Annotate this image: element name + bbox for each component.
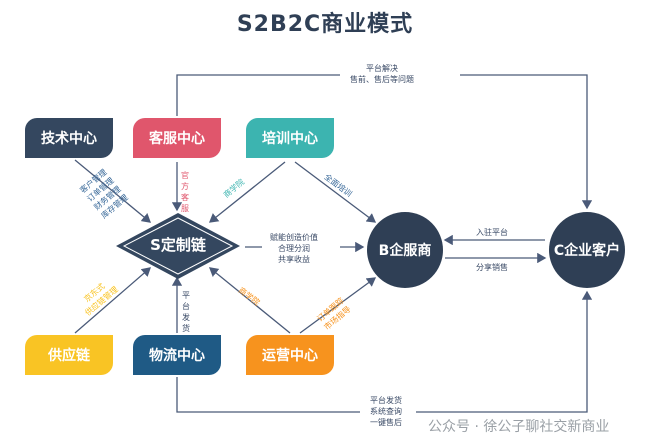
top-route-line [176, 74, 587, 208]
training-to-b-arrow [294, 161, 377, 223]
c-to-b-label: 入驻平台 [476, 228, 508, 237]
service-center-box: 客服中心 [133, 118, 221, 158]
diagram-title: S2B2C商业模式 [236, 12, 414, 37]
bottom-route-line [176, 292, 587, 413]
top-route-label: 平台解决 售前、售后等问题 [350, 64, 414, 84]
b-to-c-label: 分享销售 [476, 263, 508, 272]
c-customer-node: C企业客户 [549, 212, 625, 288]
watermark: 公众号 · 徐公子聊社交新商业 [428, 419, 610, 435]
training-to-s-arrow [208, 161, 286, 223]
supply-chain-box: 供应链 [25, 335, 113, 375]
service-to-s-label: 官方客服 [181, 171, 189, 213]
logistics-to-s-label: 平台发货 [182, 291, 190, 333]
b-service-node: B企服商 [367, 212, 443, 288]
operations-center-box: 运营中心 [246, 335, 334, 375]
operations-to-s-arrow [208, 267, 291, 334]
s-to-b-label: 赋能创造价值 合理分润 共享收益 [270, 233, 318, 264]
tech-center-box: 技术中心 [25, 118, 113, 158]
training-center-box: 培训中心 [246, 118, 334, 158]
logistics-center-box: 物流中心 [133, 335, 221, 375]
operations-to-b-arrow [299, 277, 377, 334]
tech-to-s-arrow [74, 159, 152, 223]
bottom-route-label: 平台发货 系统查询 一键售后 [370, 396, 402, 427]
supply-to-s-arrow [74, 267, 151, 334]
s-chain-node: S定制链 [150, 236, 206, 254]
s-chain-diamond [116, 213, 240, 279]
